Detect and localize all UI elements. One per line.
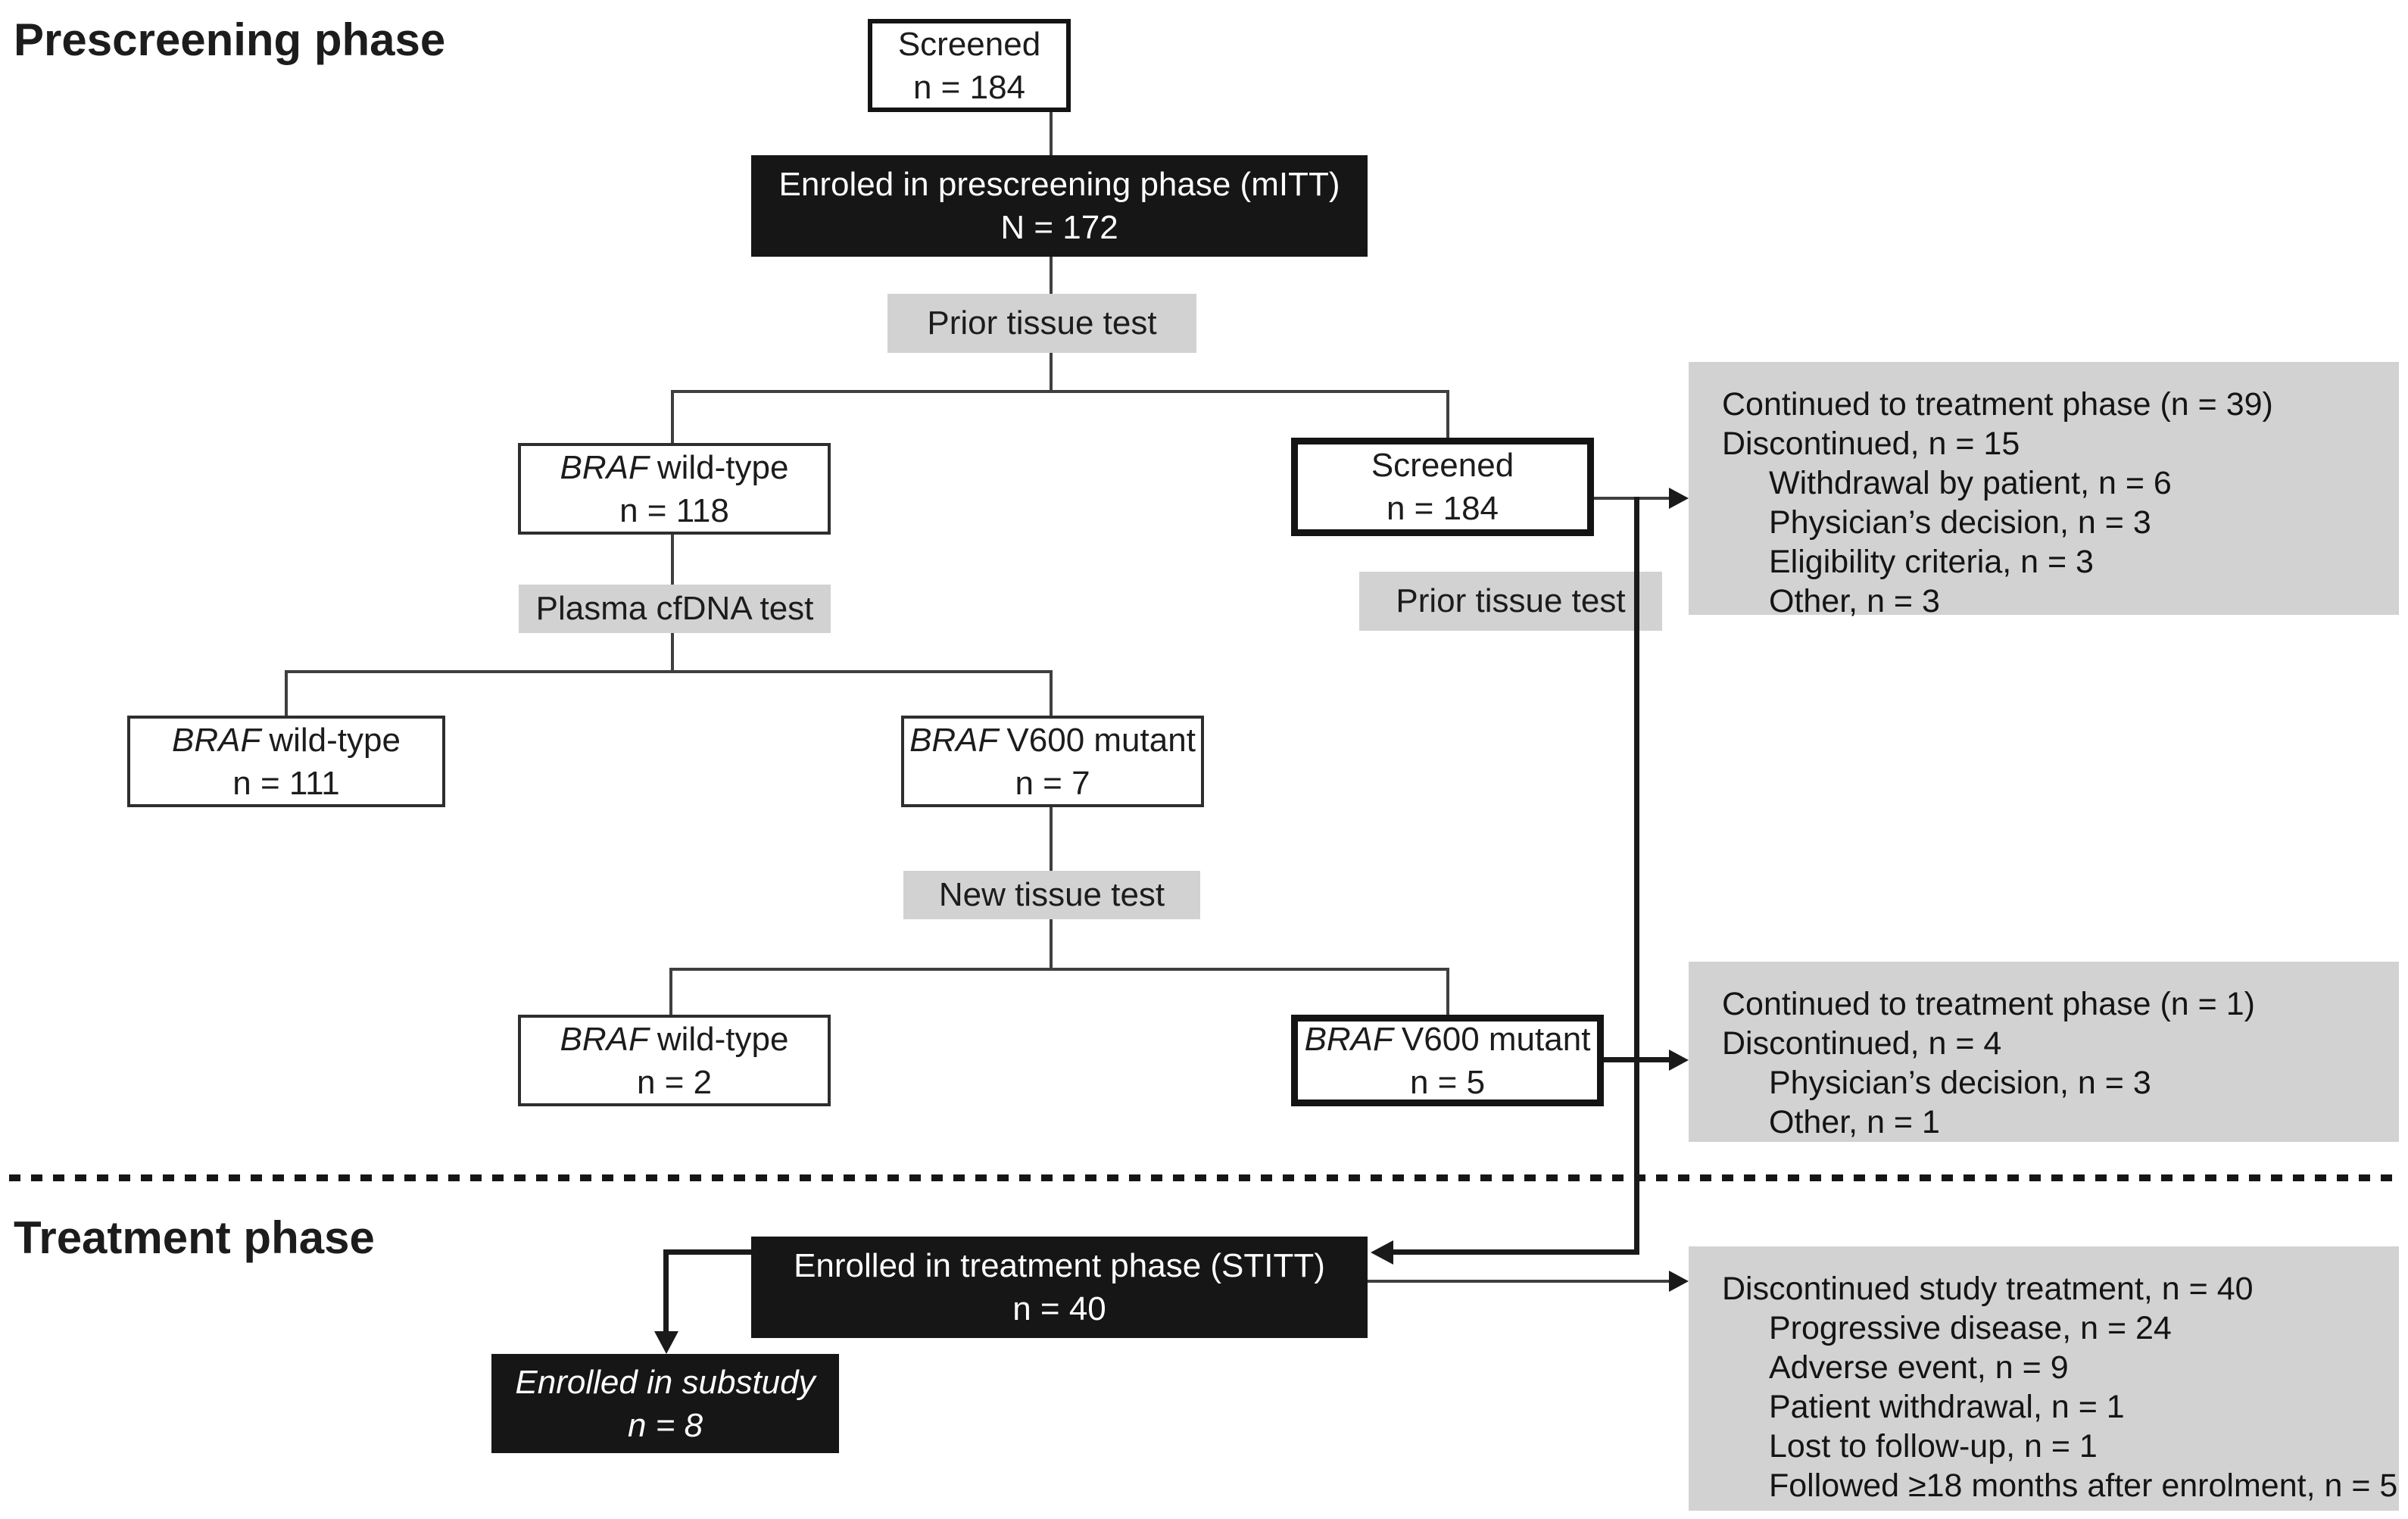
connector — [285, 670, 288, 716]
note-line: Other, n = 1 — [1769, 1104, 1940, 1140]
note-line: Continued to treatment phase (n = 1) — [1722, 986, 2255, 1022]
gene-name-italic: BRAF — [1304, 1020, 1393, 1058]
arrowhead-right-icon — [1669, 1050, 1689, 1071]
connector — [669, 968, 672, 1015]
note-line: Lost to follow-up, n = 1 — [1769, 1428, 2098, 1464]
connector — [1446, 390, 1449, 438]
label-plasma-cfdna-test: Plasma cfDNA test — [519, 585, 831, 633]
gene-name-italic: BRAF — [909, 721, 999, 759]
note-line: Physician’s decision, n = 3 — [1769, 504, 2151, 541]
connector — [285, 670, 1053, 673]
note-line: Patient withdrawal, n = 1 — [1769, 1389, 2125, 1425]
connector — [671, 633, 674, 670]
note-line: Progressive disease, n = 24 — [1769, 1310, 2172, 1346]
connector — [1393, 1249, 1639, 1255]
note-prescreening-outcome: Continued to treatment phase (n = 39)Dis… — [1689, 362, 2399, 619]
connector — [1368, 1280, 1680, 1283]
note-new-tissue-outcome: Continued to treatment phase (n = 1)Disc… — [1689, 962, 2399, 1142]
connector — [663, 1249, 669, 1334]
connector — [671, 390, 1449, 393]
connector — [1050, 670, 1053, 716]
note-line: Discontinued, n = 15 — [1722, 426, 2020, 462]
note-line: Followed ≥18 months after enrolment, n =… — [1769, 1468, 2398, 1504]
phase-divider-dashed-line — [9, 1174, 2400, 1181]
gene-name-italic: BRAF — [560, 1020, 649, 1058]
connector — [1050, 919, 1053, 968]
prescreening-phase-title: Prescreening phase — [14, 14, 446, 65]
arrowhead-right-icon — [1669, 1271, 1689, 1292]
note-line: Withdrawal by patient, n = 6 — [1769, 465, 2172, 501]
treatment-phase-title: Treatment phase — [14, 1212, 375, 1263]
connector — [1050, 807, 1053, 871]
connector — [671, 390, 674, 443]
arrowhead-right-icon — [1669, 488, 1689, 509]
connector — [1604, 1057, 1680, 1062]
gene-name-italic: BRAF — [172, 721, 261, 759]
gene-name-italic: BRAF — [560, 448, 649, 486]
note-line: Discontinued study treatment, n = 40 — [1722, 1271, 2254, 1307]
arrowhead-left-icon — [1371, 1240, 1393, 1265]
arrowhead-down-icon — [654, 1331, 678, 1354]
connector — [669, 968, 1448, 971]
label-new-tissue-test: New tissue test — [903, 871, 1200, 919]
connector — [663, 1249, 751, 1255]
connector — [1050, 112, 1053, 155]
node-enrolled-substudy: Enrolled in substudy n = 8 — [491, 1354, 839, 1453]
connector — [671, 535, 674, 585]
note-line: Adverse event, n = 9 — [1769, 1349, 2069, 1386]
node-enroled-prescreening: Enroled in prescreening phase (mITT) N =… — [751, 155, 1368, 257]
connector — [1050, 353, 1053, 390]
note-line: Discontinued, n = 4 — [1722, 1025, 2002, 1062]
label-prior-tissue-test-2: Prior tissue test — [1359, 572, 1662, 631]
connector — [1446, 968, 1449, 1015]
label-prior-tissue-test-1: Prior tissue test — [887, 294, 1196, 353]
node-enrolled-treatment: Enrolled in treatment phase (STITT) n = … — [751, 1237, 1368, 1338]
connector-screened-to-treatment — [1634, 497, 1639, 1255]
node-screened-right: Screened n = 184 — [1291, 438, 1594, 536]
connector — [1050, 257, 1053, 294]
node-screened-top: Screened n = 184 — [868, 19, 1071, 112]
note-line: Continued to treatment phase (n = 39) — [1722, 386, 2273, 423]
note-line: Physician’s decision, n = 3 — [1769, 1065, 2151, 1101]
note-line: Eligibility criteria, n = 3 — [1769, 544, 2094, 580]
note-line: Other, n = 3 — [1769, 583, 1940, 619]
